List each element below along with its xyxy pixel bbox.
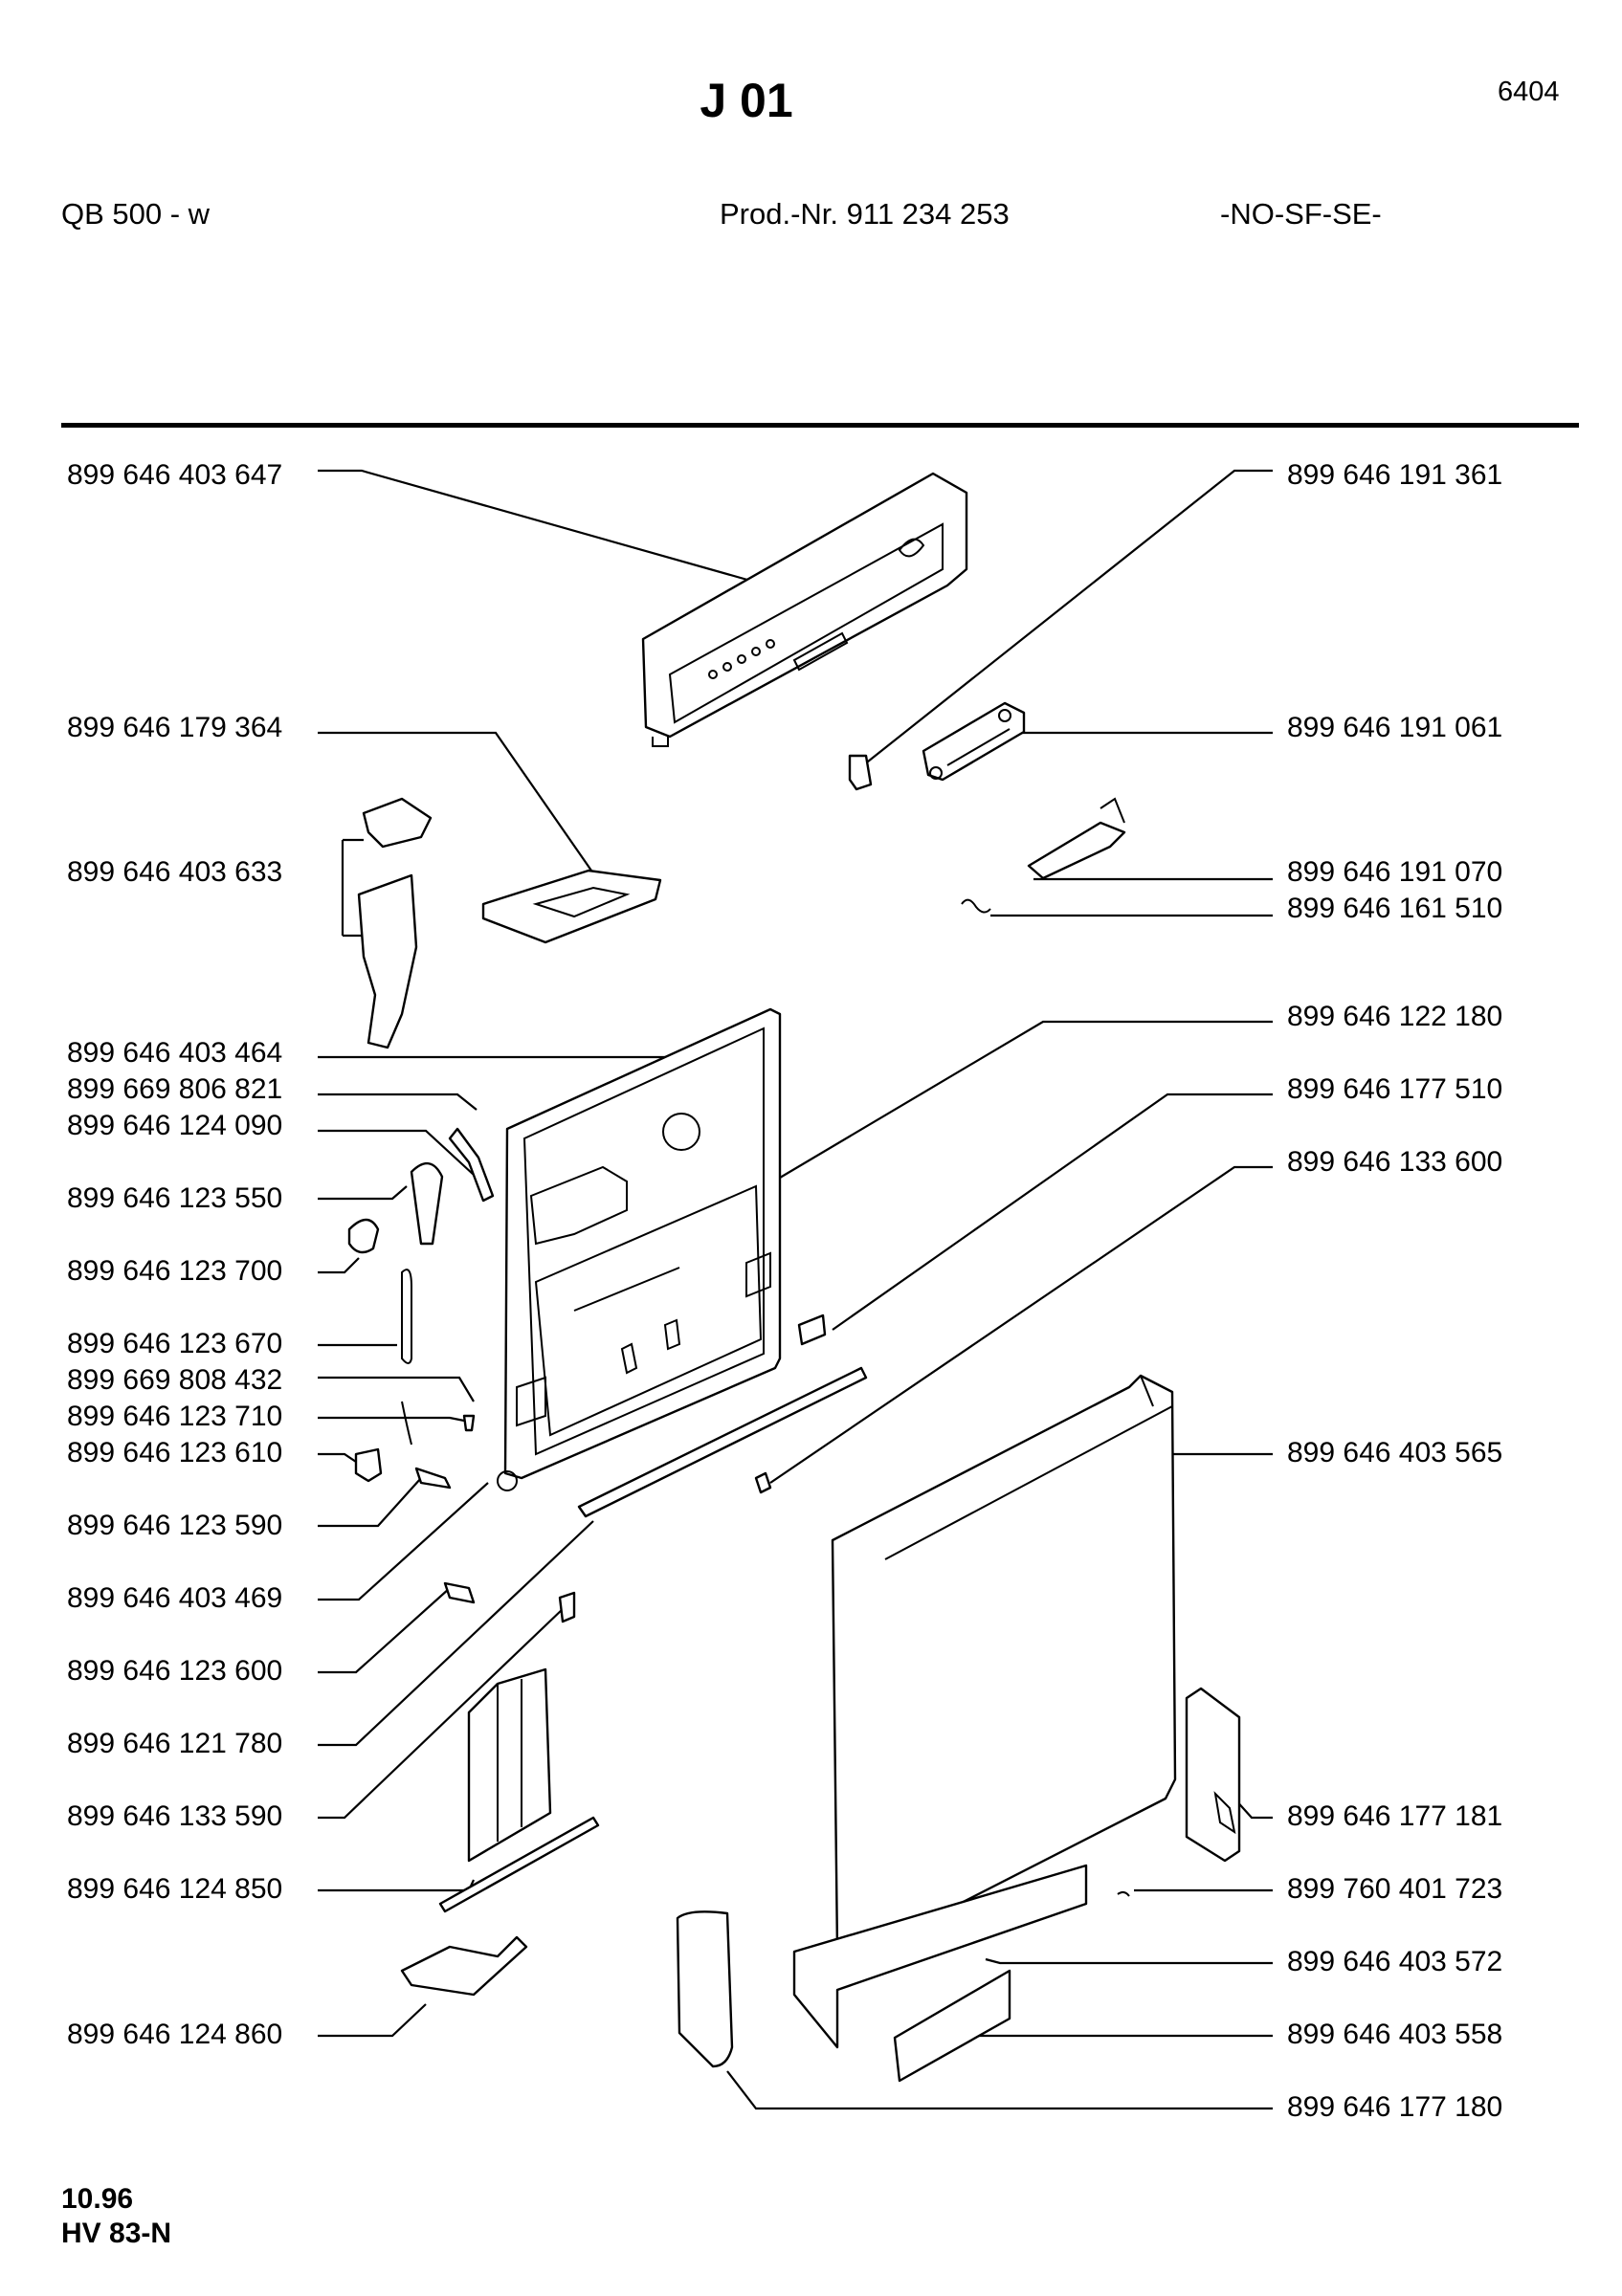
part-number-label: 899 646 403 633 <box>67 856 283 888</box>
clip-part <box>848 754 873 791</box>
plate-part <box>481 869 662 944</box>
part-number-label: 899 646 403 469 <box>67 1582 283 1614</box>
part-number-label: 899 646 123 700 <box>67 1255 283 1287</box>
part-number-label: 899 646 133 590 <box>67 1800 283 1832</box>
part-number-label: 899 646 191 070 <box>1287 856 1503 888</box>
footer-code: HV 83-N <box>61 2218 172 2249</box>
part-number-label: 899 646 122 180 <box>1287 1001 1503 1032</box>
part-number-label: 899 646 179 364 <box>67 712 283 743</box>
part-number-label: 899 646 177 181 <box>1287 1800 1503 1832</box>
part-number-label: 899 646 403 558 <box>1287 2019 1503 2050</box>
part-number-label: 899 646 123 610 <box>67 1437 283 1468</box>
model-name: QB 500 - w <box>61 197 211 231</box>
part-number-label: 899 669 808 432 <box>67 1364 283 1396</box>
bracket-part <box>922 701 1026 782</box>
part-number-label: 899 646 403 572 <box>1287 1946 1503 1977</box>
part-number-label: 899 646 123 590 <box>67 1510 283 1541</box>
part-number-label: 899 646 191 061 <box>1287 712 1503 743</box>
part-number-label: 899 646 161 510 <box>1287 893 1503 924</box>
part-number-label: 899 646 403 647 <box>67 459 283 491</box>
hinge-parts <box>347 1127 495 1490</box>
foot-bracket-part <box>400 1935 528 1997</box>
control-panel-part <box>641 472 968 747</box>
part-number-label: 899 646 177 510 <box>1287 1073 1503 1105</box>
product-number: Prod.-Nr. 911 234 253 <box>720 197 1010 231</box>
inner-door-part <box>497 1007 782 1491</box>
part-number-label: 899 760 401 723 <box>1287 1873 1503 1905</box>
region-code: -NO-SF-SE- <box>1220 197 1382 231</box>
rail-part <box>961 797 1126 914</box>
part-number-label: 899 669 806 821 <box>67 1073 283 1105</box>
outer-door-part <box>831 1374 1177 1958</box>
part-number-label: 899 646 133 600 <box>1287 1146 1503 1178</box>
part-number-label: 899 646 177 180 <box>1287 2091 1503 2123</box>
door-lock-part <box>357 797 433 1049</box>
part-number-label: 899 646 123 550 <box>67 1182 283 1214</box>
part-number-label: 899 646 121 780 <box>67 1728 283 1759</box>
part-number-label: 899 646 124 860 <box>67 2019 283 2050</box>
page-title: J 01 <box>700 74 793 127</box>
side-panel-part <box>676 1910 734 2068</box>
footer-date: 10.96 <box>61 2183 134 2215</box>
side-bracket-part <box>1185 1687 1241 1863</box>
rack-part <box>438 1667 600 1913</box>
kickplate-part <box>792 1864 1130 2083</box>
part-number-label: 899 646 403 565 <box>1287 1437 1503 1468</box>
part-number-label: 899 646 123 710 <box>67 1401 283 1432</box>
small-parts <box>443 1314 868 1623</box>
part-number-label: 899 646 124 090 <box>67 1110 283 1141</box>
page-code: 6404 <box>1498 77 1560 107</box>
header-divider <box>61 423 1579 428</box>
part-number-label: 899 646 123 670 <box>67 1328 283 1359</box>
part-number-label: 899 646 191 361 <box>1287 459 1503 491</box>
leader-lines <box>318 469 1273 2110</box>
part-number-label: 899 646 403 464 <box>67 1037 283 1069</box>
part-number-label: 899 646 124 850 <box>67 1873 283 1905</box>
part-number-label: 899 646 123 600 <box>67 1655 283 1687</box>
